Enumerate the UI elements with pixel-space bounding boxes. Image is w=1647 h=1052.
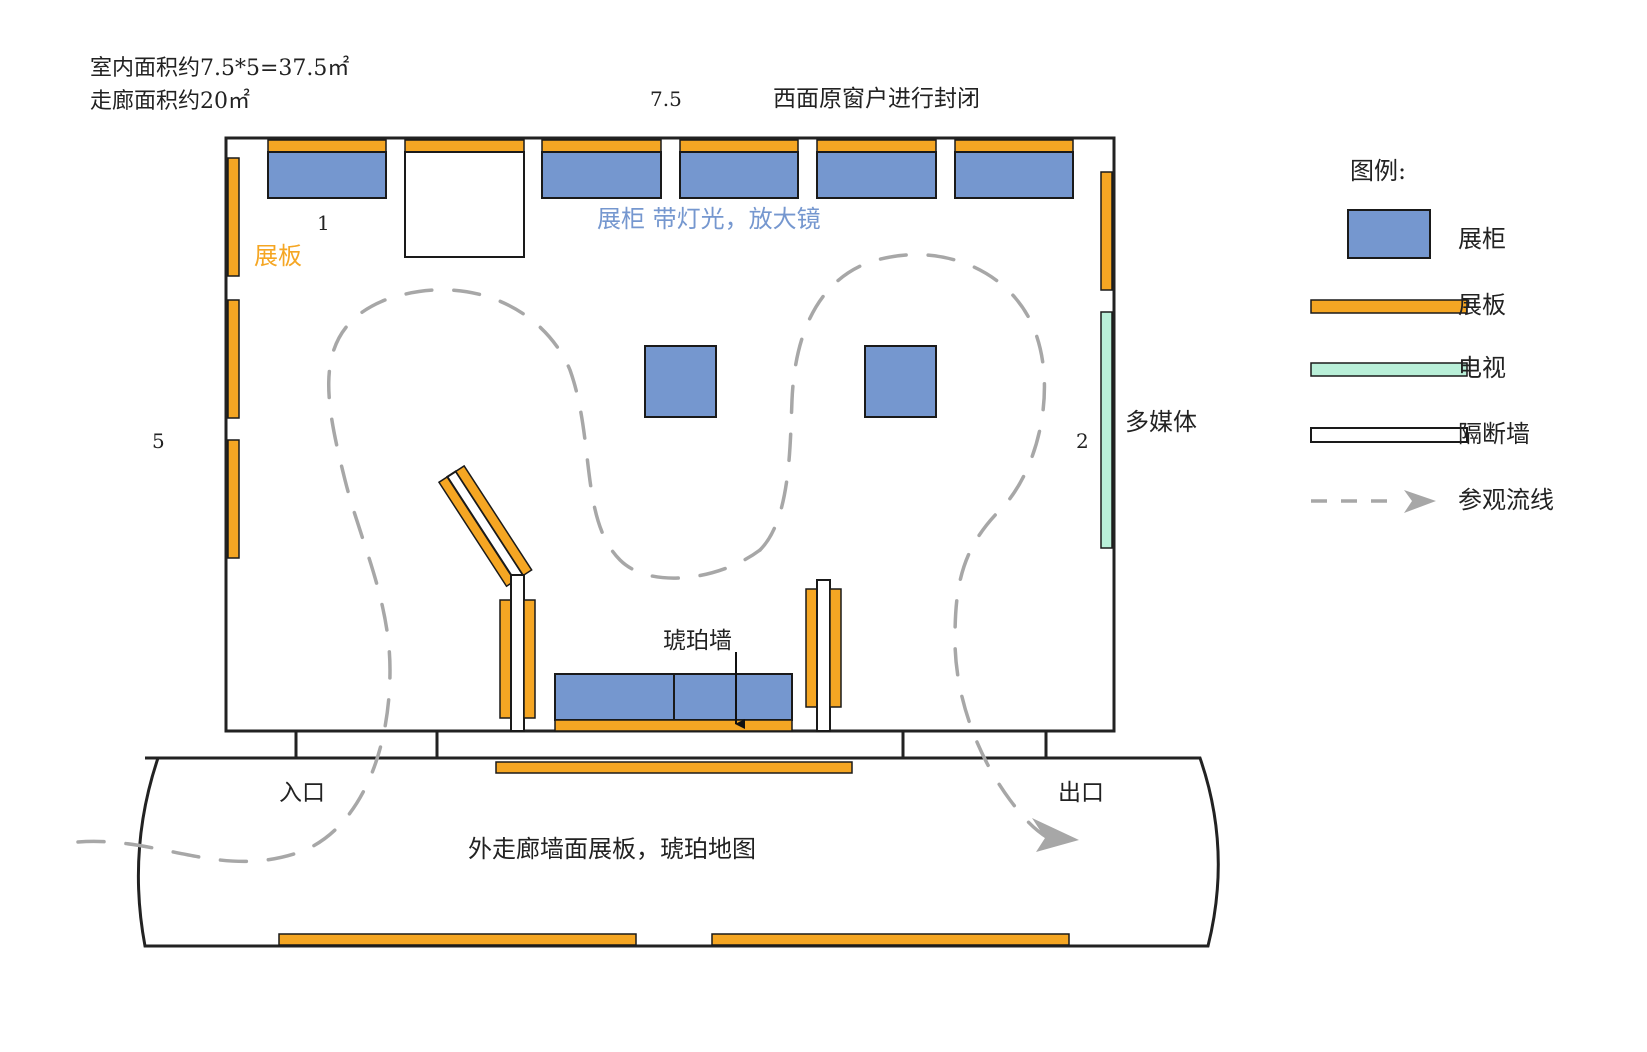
amber-wall-cabinet-a (554, 673, 675, 721)
lower-right-partition (816, 579, 831, 732)
partition-box (404, 151, 525, 258)
entrance-label: 入口 (279, 780, 325, 806)
corridor-label: 外走廊墙面展板，琥珀地图 (468, 835, 756, 863)
legend-cabinet-label: 展柜 (1458, 225, 1506, 253)
top-panel-5 (816, 139, 937, 153)
corridor-panel-bottom-2 (711, 933, 1070, 946)
visitor-flow-arrowhead (1032, 818, 1079, 852)
lower-right-panel-a (805, 588, 818, 708)
legend-tv-swatch (1310, 362, 1468, 377)
left-panel-2 (227, 299, 240, 419)
legend-tv-label: 电视 (1458, 354, 1506, 382)
amber-wall-cabinet-b (673, 673, 793, 721)
lower-right-panel-b (829, 588, 842, 708)
left-panel-1 (227, 157, 240, 277)
cabinet-description: 展柜 带灯光，放大镜 (597, 205, 821, 233)
diagonal-panel-b (454, 464, 533, 577)
diagonal-partition-group (437, 464, 533, 588)
width-dimension: 7.5 (650, 87, 682, 111)
amber-wall-panel (554, 719, 793, 732)
top-cabinet-4 (679, 151, 799, 199)
depth-dimension: 5 (152, 429, 165, 453)
side-2-number: 2 (1076, 429, 1089, 453)
legend-flow-arrowhead (1404, 490, 1436, 513)
center-cabinet-right (864, 345, 937, 418)
legend-panel-label: 展板 (1458, 291, 1506, 319)
top-panel-1 (267, 139, 387, 153)
top-cabinet-1 (267, 151, 387, 199)
top-cabinet-3 (541, 151, 662, 199)
legend-partition-label: 隔断墙 (1458, 420, 1530, 448)
exit-label: 出口 (1058, 780, 1104, 806)
left-panel-3 (227, 439, 240, 559)
right-panel (1100, 171, 1113, 291)
diagonal-partition (445, 469, 525, 583)
top-cabinet-6 (954, 151, 1074, 199)
center-cabinet-left (644, 345, 717, 418)
west-window-note: 西面原窗户进行封闭 (773, 86, 980, 112)
top-panel-6 (954, 139, 1074, 153)
multimedia-label: 多媒体 (1125, 408, 1197, 436)
legend-cabinet-swatch (1347, 209, 1431, 259)
top-cabinet-5 (816, 151, 937, 199)
outer-corridor (136, 756, 1220, 948)
legend-title: 图例: (1350, 157, 1406, 185)
corridor-panel-inner (495, 761, 853, 774)
tv-screen (1100, 311, 1113, 549)
lower-left-partition (510, 574, 525, 732)
visitor-flow-left (76, 288, 762, 864)
legend-panel-swatch (1310, 299, 1468, 314)
legend-flow-label: 参观流线 (1458, 486, 1554, 514)
corridor-area-note: 走廊面积约20㎡ (90, 88, 250, 114)
top-panel-4 (679, 139, 799, 153)
indoor-area-note: 室内面积约7.5*5=37.5㎡ (90, 55, 349, 81)
amber-wall-label: 琥珀墙 (663, 628, 732, 654)
lower-left-panel-b (523, 599, 536, 719)
panel-label: 展板 (254, 242, 302, 270)
top-panel-3 (541, 139, 662, 153)
corridor-panel-bottom-1 (278, 933, 637, 946)
top-panel-2 (404, 139, 525, 153)
legend-partition-swatch (1310, 427, 1468, 443)
lower-left-panel-a (499, 599, 512, 719)
side-1-number: 1 (317, 211, 330, 235)
